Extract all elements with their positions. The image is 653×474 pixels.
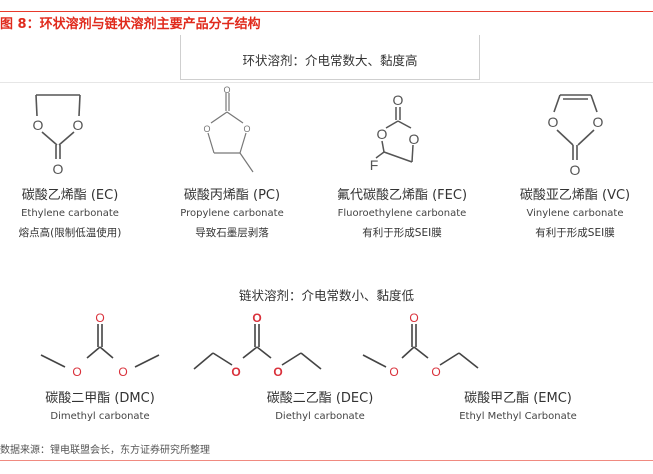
compound-name: 碳酸乙烯酯 (EC) <box>21 188 119 203</box>
oxygen-atom: O <box>409 311 418 325</box>
emc-label: 碳酸甲乙酯 (EMC) Ethyl Methyl Carbonate <box>433 387 603 422</box>
compound-english-name: Diethyl carbonate <box>275 411 365 422</box>
dmc-label: 碳酸二甲酯 (DMC) Dimethyl carbonate <box>15 387 185 422</box>
dmc-structure: O O O <box>40 311 160 379</box>
pc-label: 碳酸丙烯酯 (PC) Propylene carbonate 导致石墨层剥落 <box>147 184 317 240</box>
oxygen-atom: O <box>377 126 388 142</box>
compound-note: 熔点高(限制低温使用) <box>18 227 122 239</box>
compound-name: 碳酸二甲酯 (DMC) <box>45 391 155 406</box>
oxygen-atom: O <box>72 365 81 379</box>
pc-structure: O O O <box>203 85 254 173</box>
top-rule <box>0 11 653 12</box>
compound-note: 有利于形成SEI膜 <box>362 227 442 239</box>
oxygen-atom: O <box>431 365 440 379</box>
fec-label: 氟代碳酸乙烯酯 (FEC) Fluoroethylene carbonate 有… <box>317 184 487 240</box>
oxygen-atom: O <box>389 365 398 379</box>
oxygen-atom: O <box>231 365 240 379</box>
compound-note: 导致石墨层剥落 <box>195 227 269 239</box>
compound-english-name: Vinylene carbonate <box>526 208 624 219</box>
oxygen-atom: O <box>393 92 404 108</box>
compound-name: 氟代碳酸乙烯酯 (FEC) <box>336 188 468 203</box>
oxygen-atom: O <box>252 311 261 325</box>
fec-structure: O O O F <box>370 92 420 173</box>
ec-structure: O O O <box>33 94 84 177</box>
oxygen-atom: O <box>53 161 64 177</box>
oxygen-atom: O <box>273 365 282 379</box>
divider <box>0 82 653 83</box>
oxygen-atom: O <box>203 124 210 134</box>
vc-structure: O O O <box>548 94 604 178</box>
compound-english-name: Dimethyl carbonate <box>50 411 150 422</box>
oxygen-atom: O <box>409 131 420 147</box>
figure-title: 图 8：环状溶剂与链状溶剂主要产品分子结构 <box>0 17 261 32</box>
emc-structure: O O O <box>362 311 479 379</box>
oxygen-atom: O <box>223 85 230 95</box>
oxygen-atom: O <box>548 114 559 130</box>
compound-note: 有利于形成SEI膜 <box>535 227 615 239</box>
oxygen-atom: O <box>570 162 581 178</box>
compound-name: 碳酸亚乙烯酯 (VC) <box>519 188 631 203</box>
oxygen-atom: O <box>243 124 250 134</box>
chain-heading: 链状溶剂：介电常数小、黏度低 <box>238 288 414 303</box>
oxygen-atom: O <box>73 117 84 133</box>
compound-english-name: Ethyl Methyl Carbonate <box>459 411 577 422</box>
bottom-rule <box>0 460 653 461</box>
oxygen-atom: O <box>593 114 604 130</box>
oxygen-atom: O <box>33 117 44 133</box>
compound-english-name: Propylene carbonate <box>180 208 284 219</box>
compound-name: 碳酸丙烯酯 (PC) <box>183 188 281 203</box>
ec-label: 碳酸乙烯酯 (EC) Ethylene carbonate 熔点高(限制低温使用… <box>0 184 155 240</box>
oxygen-atom: O <box>95 311 104 325</box>
dec-structure: O O O <box>193 311 322 379</box>
cyclic-heading-box <box>180 35 480 80</box>
source-note: 数据来源：锂电联盟会长，东方证券研究所整理 <box>0 445 210 456</box>
compound-name: 碳酸甲乙酯 (EMC) <box>464 391 572 406</box>
compound-english-name: Fluoroethylene carbonate <box>337 208 467 219</box>
compound-name: 碳酸二乙酯 (DEC) <box>266 391 374 406</box>
cyclic-heading: 环状溶剂：介电常数大、黏度高 <box>242 53 418 68</box>
fluorine-atom: F <box>370 157 379 173</box>
dec-label: 碳酸二乙酯 (DEC) Diethyl carbonate <box>235 387 405 422</box>
compound-english-name: Ethylene carbonate <box>21 208 119 219</box>
vc-label: 碳酸亚乙烯酯 (VC) Vinylene carbonate 有利于形成SEI膜 <box>490 184 653 240</box>
oxygen-atom: O <box>118 365 127 379</box>
